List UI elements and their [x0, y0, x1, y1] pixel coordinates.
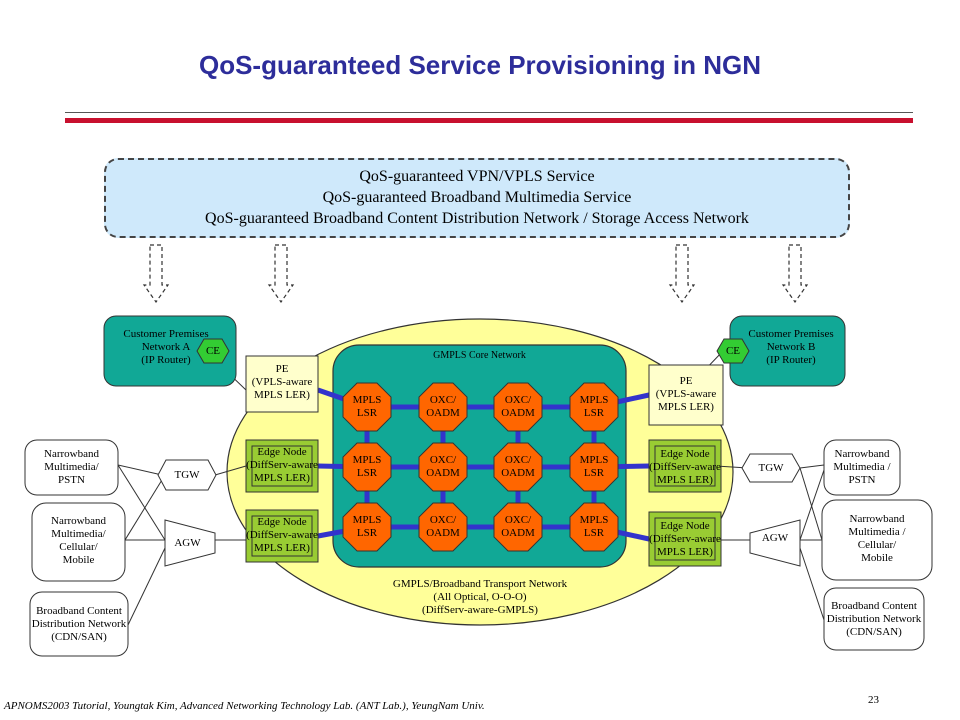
- pe-right: [648, 364, 724, 426]
- core-node-label: OXC/OADM: [426, 394, 460, 419]
- oxc-oadm-node: [493, 502, 543, 552]
- footer-credit: APNOMS2003 Tutorial, Youngtak Kim, Advan…: [4, 700, 485, 712]
- tgw-right-label: TGW: [758, 462, 784, 474]
- edge-node-right-2: [648, 511, 722, 567]
- access-left-mobile: [31, 502, 126, 582]
- mpls-lsr-node: [342, 382, 392, 432]
- tgw-left: [157, 459, 217, 491]
- service-line-multimedia: QoS-guaranteed Broadband Multimedia Serv…: [322, 189, 632, 206]
- customer-premises-a: [103, 315, 237, 387]
- mpls-lsr-node: [342, 442, 392, 492]
- mpls-lsr-node: [342, 502, 392, 552]
- down-arrow-1: [142, 244, 170, 304]
- core-network-label: GMPLS Core Network: [433, 350, 526, 361]
- page-number: 23: [868, 694, 879, 706]
- access-left-pstn: [24, 439, 119, 496]
- down-arrow-3: [668, 244, 696, 304]
- agw-right: [749, 519, 801, 567]
- ce-left-label: CE: [205, 345, 221, 357]
- access-left-cdn: [29, 591, 129, 657]
- edge-node-right-1: [648, 439, 722, 493]
- edge-node-left-1: [245, 439, 319, 493]
- core-node-label: OXC/OADM: [501, 394, 535, 419]
- access-right-pstn: [823, 439, 901, 496]
- oxc-oadm-node: [493, 442, 543, 492]
- mpls-lsr-node: [569, 442, 619, 492]
- mpls-lsr-node: [569, 502, 619, 552]
- core-node-label: OXC/OADM: [501, 454, 535, 479]
- title-accent-bar: [65, 118, 913, 123]
- access-right-mobile: [821, 499, 933, 581]
- title-divider: [65, 112, 913, 113]
- access-right-cdn: [823, 587, 925, 651]
- transport-network-label: GMPLS/Broadband Transport Network(All Op…: [392, 578, 568, 616]
- gmpls-core-network: [332, 344, 627, 568]
- tgw-left-label: TGW: [174, 469, 200, 481]
- core-node-label: OXC/OADM: [501, 514, 535, 539]
- agw-right-label: AGW: [761, 532, 789, 544]
- page-title: QoS-guaranteed Service Provisioning in N…: [198, 50, 761, 80]
- oxc-oadm-node: [493, 382, 543, 432]
- ce-right: [716, 338, 750, 364]
- service-box: QoS-guaranteed VPN/VPLS Service QoS-guar…: [104, 158, 850, 238]
- tgw-right: [741, 453, 801, 483]
- ce-right-label: CE: [725, 345, 741, 357]
- agw-left: [164, 519, 216, 567]
- service-line-cdn: QoS-guaranteed Broadband Content Distrib…: [205, 210, 749, 227]
- oxc-oadm-node: [418, 382, 468, 432]
- ce-left: [196, 338, 230, 364]
- down-arrow-2: [267, 244, 295, 304]
- agw-left-label: AGW: [174, 537, 201, 549]
- mpls-lsr-node: [569, 382, 619, 432]
- service-line-vpn: QoS-guaranteed VPN/VPLS Service: [359, 168, 595, 185]
- pe-left: [245, 355, 319, 413]
- edge-node-left-2: [245, 509, 319, 563]
- down-arrow-4: [781, 244, 809, 304]
- core-node-label: OXC/OADM: [426, 514, 460, 539]
- core-node-label: OXC/OADM: [426, 454, 460, 479]
- oxc-oadm-node: [418, 502, 468, 552]
- oxc-oadm-node: [418, 442, 468, 492]
